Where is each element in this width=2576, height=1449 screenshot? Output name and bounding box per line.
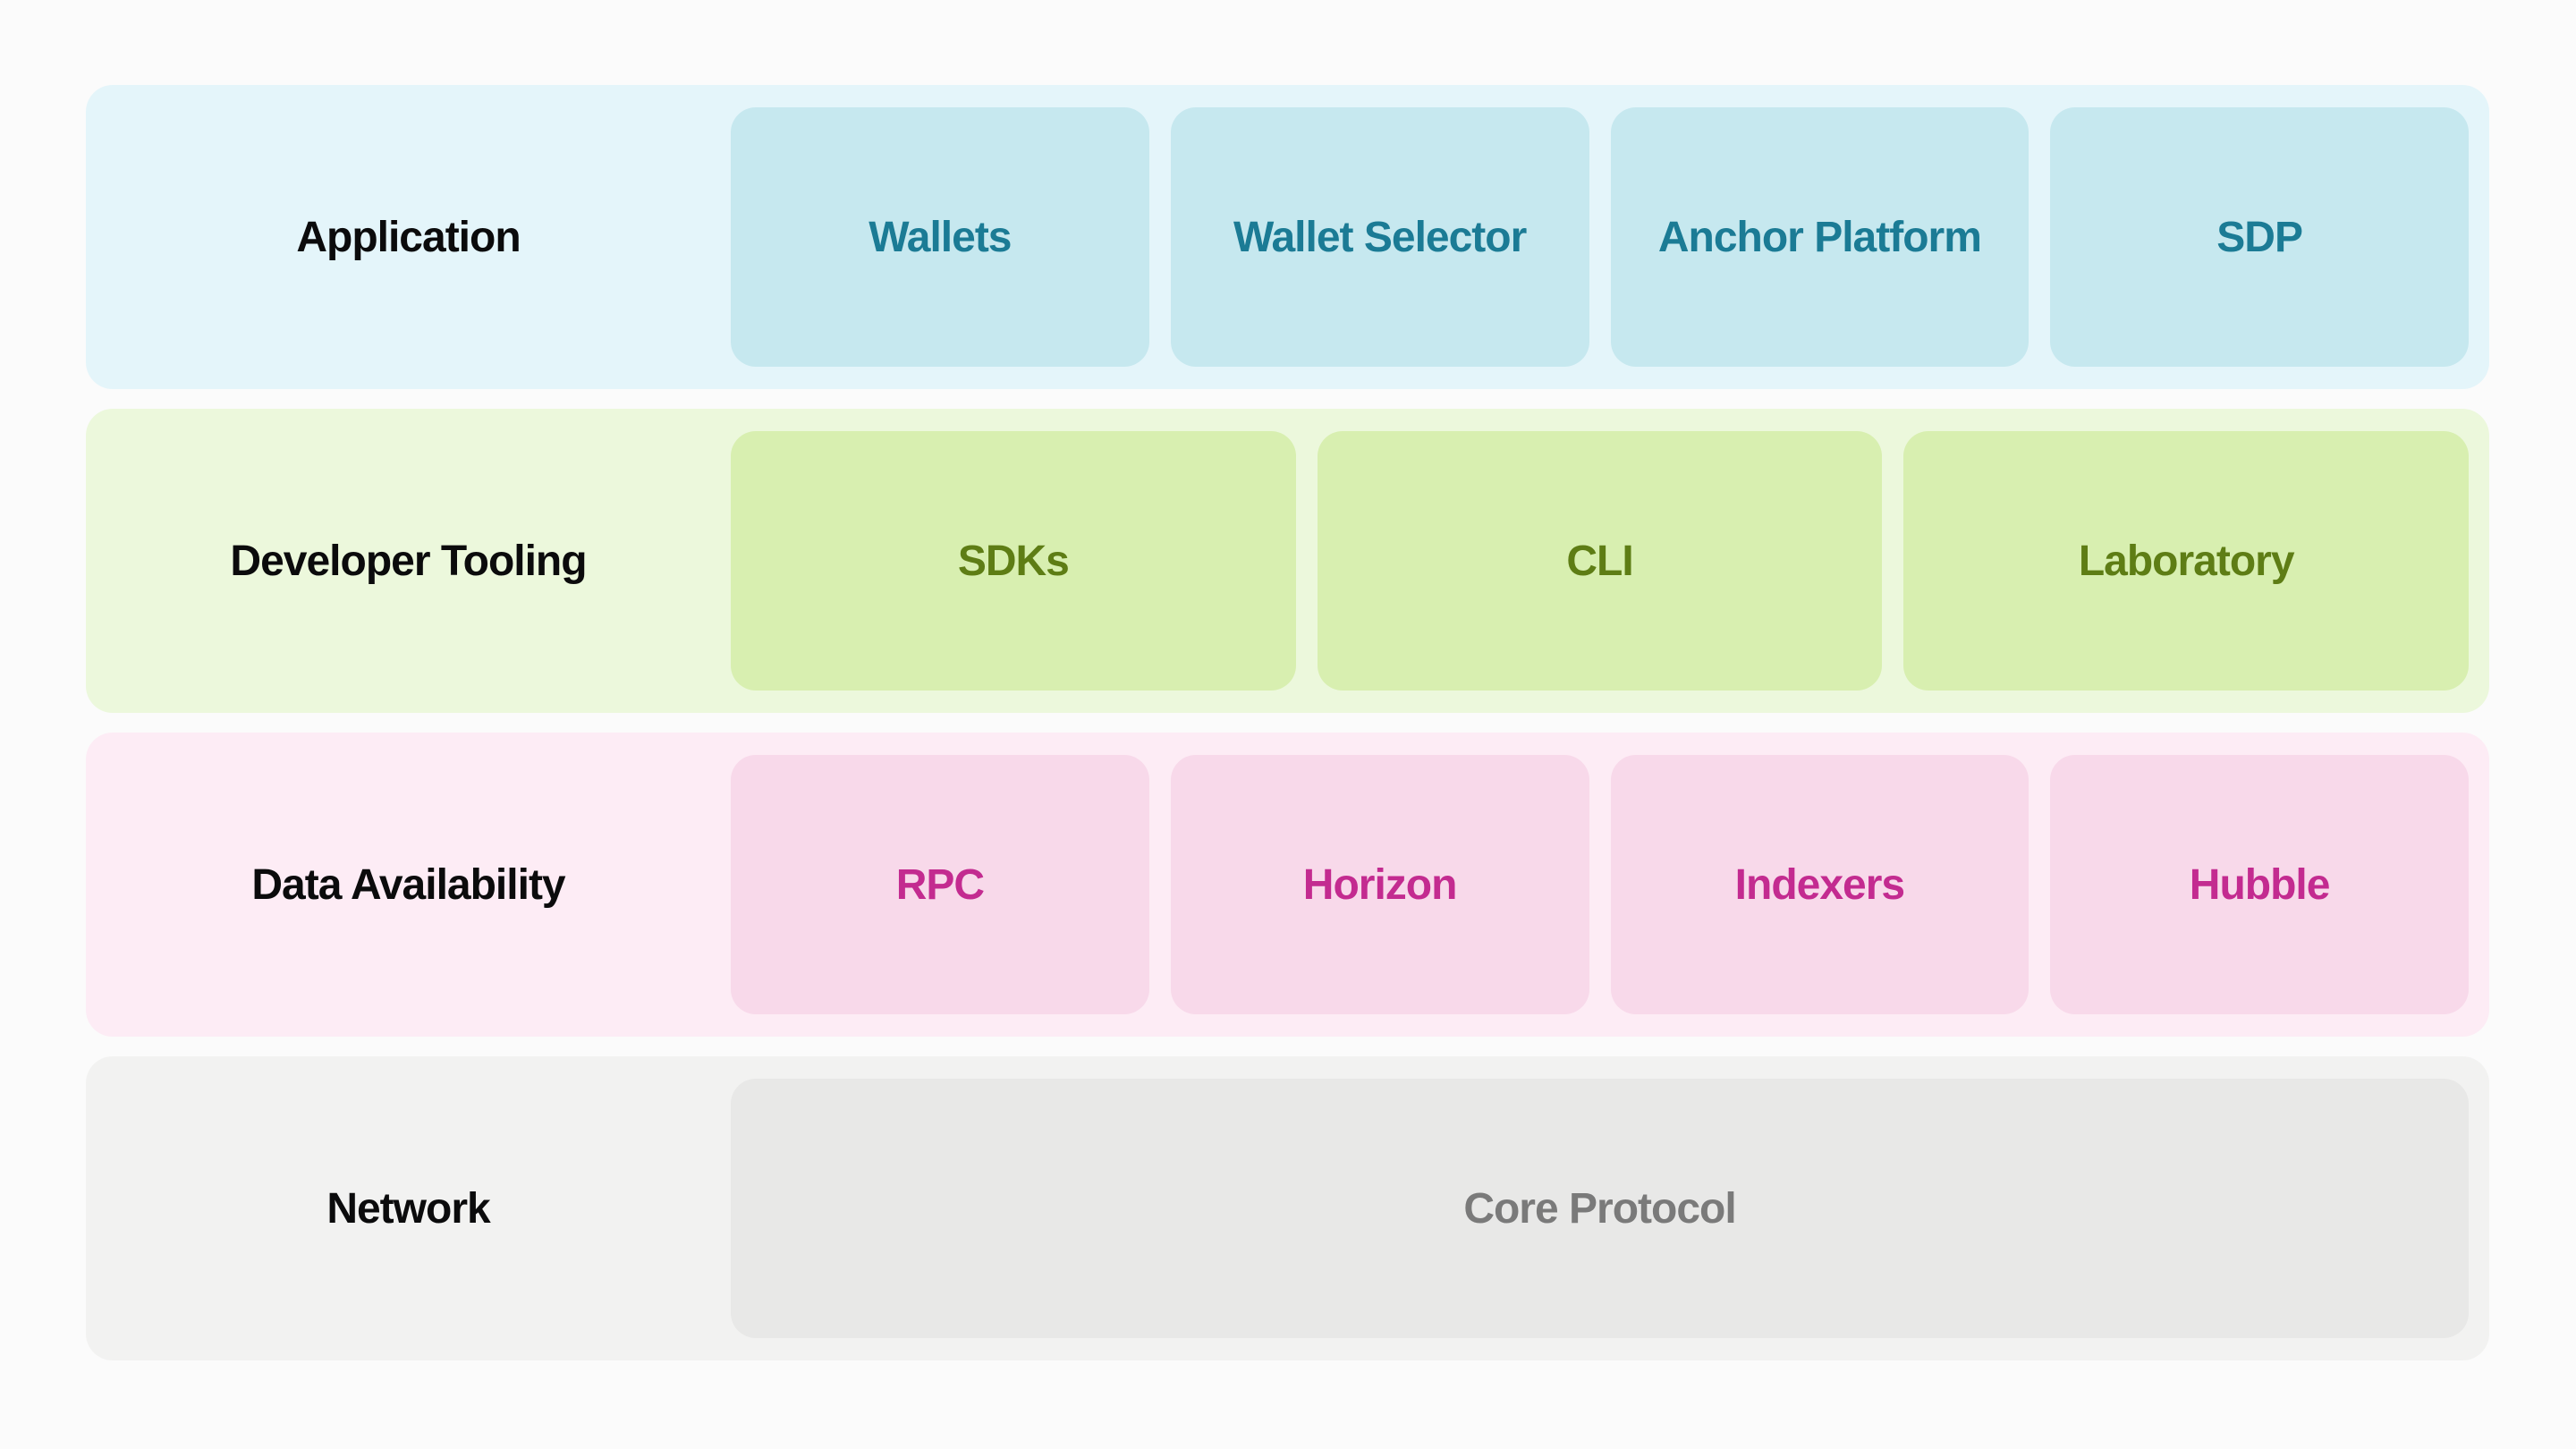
card-rpc[interactable]: RPC bbox=[731, 755, 1149, 1014]
card-anchor-platform[interactable]: Anchor Platform bbox=[1610, 107, 2029, 367]
card-wallets[interactable]: Wallets bbox=[731, 107, 1149, 367]
card-laboratory[interactable]: Laboratory bbox=[1903, 431, 2470, 691]
card-core-protocol[interactable]: Core Protocol bbox=[731, 1079, 2469, 1338]
card-cli[interactable]: CLI bbox=[1317, 431, 1883, 691]
card-sdp[interactable]: SDP bbox=[2050, 107, 2469, 367]
card-sdks[interactable]: SDKs bbox=[731, 431, 1296, 691]
card-indexers[interactable]: Indexers bbox=[1610, 755, 2029, 1014]
card-horizon[interactable]: Horizon bbox=[1170, 755, 1589, 1014]
layer-label: Network bbox=[326, 1184, 490, 1233]
layer-cards: Core Protocol bbox=[731, 1056, 2489, 1360]
layer-row-network: Network Core Protocol bbox=[86, 1056, 2489, 1360]
card-hubble[interactable]: Hubble bbox=[2050, 755, 2469, 1014]
card-wallet-selector[interactable]: Wallet Selector bbox=[1170, 107, 1589, 367]
layer-label: Application bbox=[296, 213, 521, 261]
layer-label: Data Availability bbox=[251, 860, 565, 909]
layer-label: Developer Tooling bbox=[230, 537, 587, 585]
